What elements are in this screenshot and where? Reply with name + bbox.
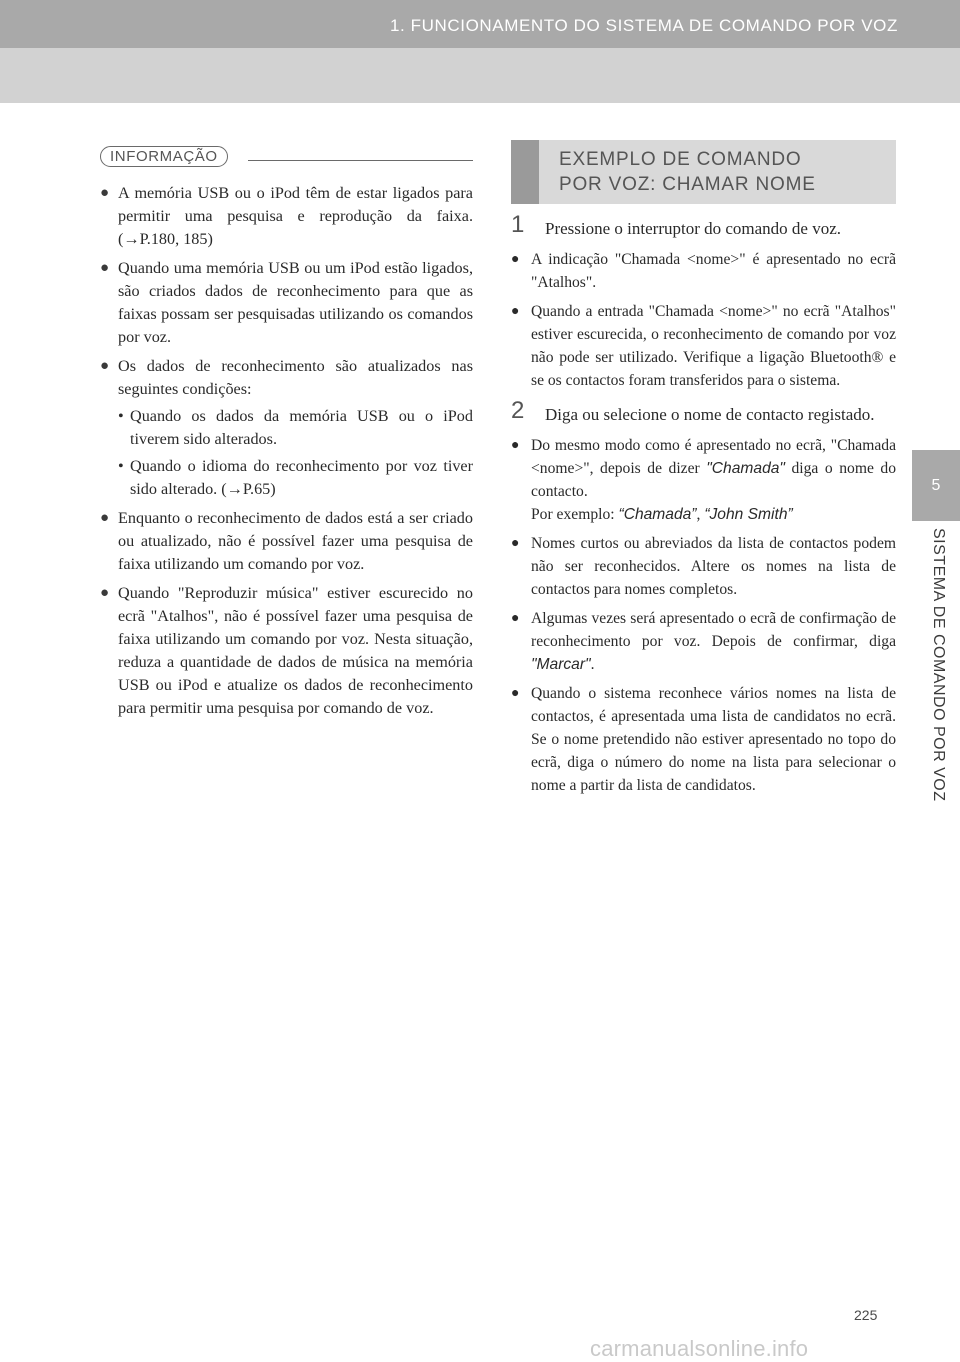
- voice-command: "Marcar": [531, 656, 591, 673]
- info-bullet: ● Os dados de reconhecimento são atualiz…: [100, 357, 473, 398]
- voice-command: "Chamada": [706, 460, 785, 477]
- chapter-number: 5: [931, 476, 941, 494]
- header-strip: [0, 48, 960, 103]
- example-section: EXEMPLO DE COMANDO POR VOZ: CHAMAR NOME …: [511, 140, 896, 797]
- bullet-dot-icon: ●: [100, 358, 110, 374]
- bullet-dot-icon: ●: [511, 611, 520, 626]
- bullet-dot-icon: ●: [511, 686, 520, 701]
- chapter-tab[interactable]: 5: [912, 450, 960, 521]
- step-bullet: ● Quando o sistema reconhece vários nome…: [511, 682, 896, 797]
- step-bullet: ● Nomes curtos ou abreviados da lista de…: [511, 532, 896, 601]
- section-heading-text: EXEMPLO DE COMANDO POR VOZ: CHAMAR NOME: [559, 149, 816, 195]
- voice-command: “Chamada”: [618, 506, 697, 523]
- sub-bullet-icon: •: [118, 457, 124, 475]
- step-number: 1: [511, 211, 525, 238]
- bullet-dot-icon: ●: [511, 536, 520, 551]
- info-sub-bullet: • Quando os dados da memória USB ou o iP…: [118, 407, 473, 448]
- step-bullet: ● Quando a entrada "Chamada <nome>" no e…: [511, 300, 896, 392]
- step-1: 1 Pressione o interruptor do comando de …: [511, 211, 842, 239]
- bullet-dot-icon: ●: [511, 252, 520, 267]
- info-sub-bullet: • Quando o idioma do reconhecimento por …: [118, 457, 473, 498]
- information-rule: [248, 160, 473, 161]
- information-section: INFORMAÇÃO ● A memória USB ou o iPod têm…: [100, 146, 473, 720]
- bullet-dot-icon: ●: [100, 185, 110, 201]
- sub-bullet-icon: •: [118, 407, 124, 425]
- bullet-dot-icon: ●: [100, 260, 110, 276]
- info-bullet: ● Quando "Reproduzir música" estiver esc…: [100, 584, 473, 717]
- chapter-side-label: SISTEMA DE COMANDO POR VOZ: [930, 528, 947, 802]
- information-header: INFORMAÇÃO: [100, 146, 473, 176]
- step-bullet: ● A indicação "Chamada <nome>" é apresen…: [511, 248, 896, 294]
- information-badge: INFORMAÇÃO: [100, 146, 228, 167]
- step-bullet: ● Algumas vezes será apresentado o ecrã …: [511, 607, 896, 676]
- bullet-dot-icon: ●: [511, 304, 520, 319]
- step-2: 2 Diga ou selecione o nome de contacto r…: [511, 397, 875, 425]
- info-bullet: ● Quando uma memória USB ou um iPod estã…: [100, 259, 473, 346]
- step-bullet: ● Do mesmo modo como é apresentado no ec…: [511, 434, 896, 526]
- info-bullet: ● Enquanto o reconhecimento de dados est…: [100, 509, 473, 573]
- heading-accent-bar: [511, 140, 539, 204]
- section-heading: EXEMPLO DE COMANDO POR VOZ: CHAMAR NOME: [511, 140, 896, 204]
- bullet-dot-icon: ●: [511, 438, 520, 453]
- step-number: 2: [511, 397, 525, 424]
- chapter-title: 1. FUNCIONAMENTO DO SISTEMA DE COMANDO P…: [389, 16, 898, 35]
- voice-command: “John Smith”: [704, 506, 793, 523]
- bullet-dot-icon: ●: [100, 585, 110, 601]
- info-bullet: ● A memória USB ou o iPod têm de estar l…: [100, 184, 473, 248]
- bullet-dot-icon: ●: [100, 510, 110, 526]
- page-number: 225: [854, 1307, 878, 1323]
- watermark: carmanualsonline.info: [590, 1336, 809, 1361]
